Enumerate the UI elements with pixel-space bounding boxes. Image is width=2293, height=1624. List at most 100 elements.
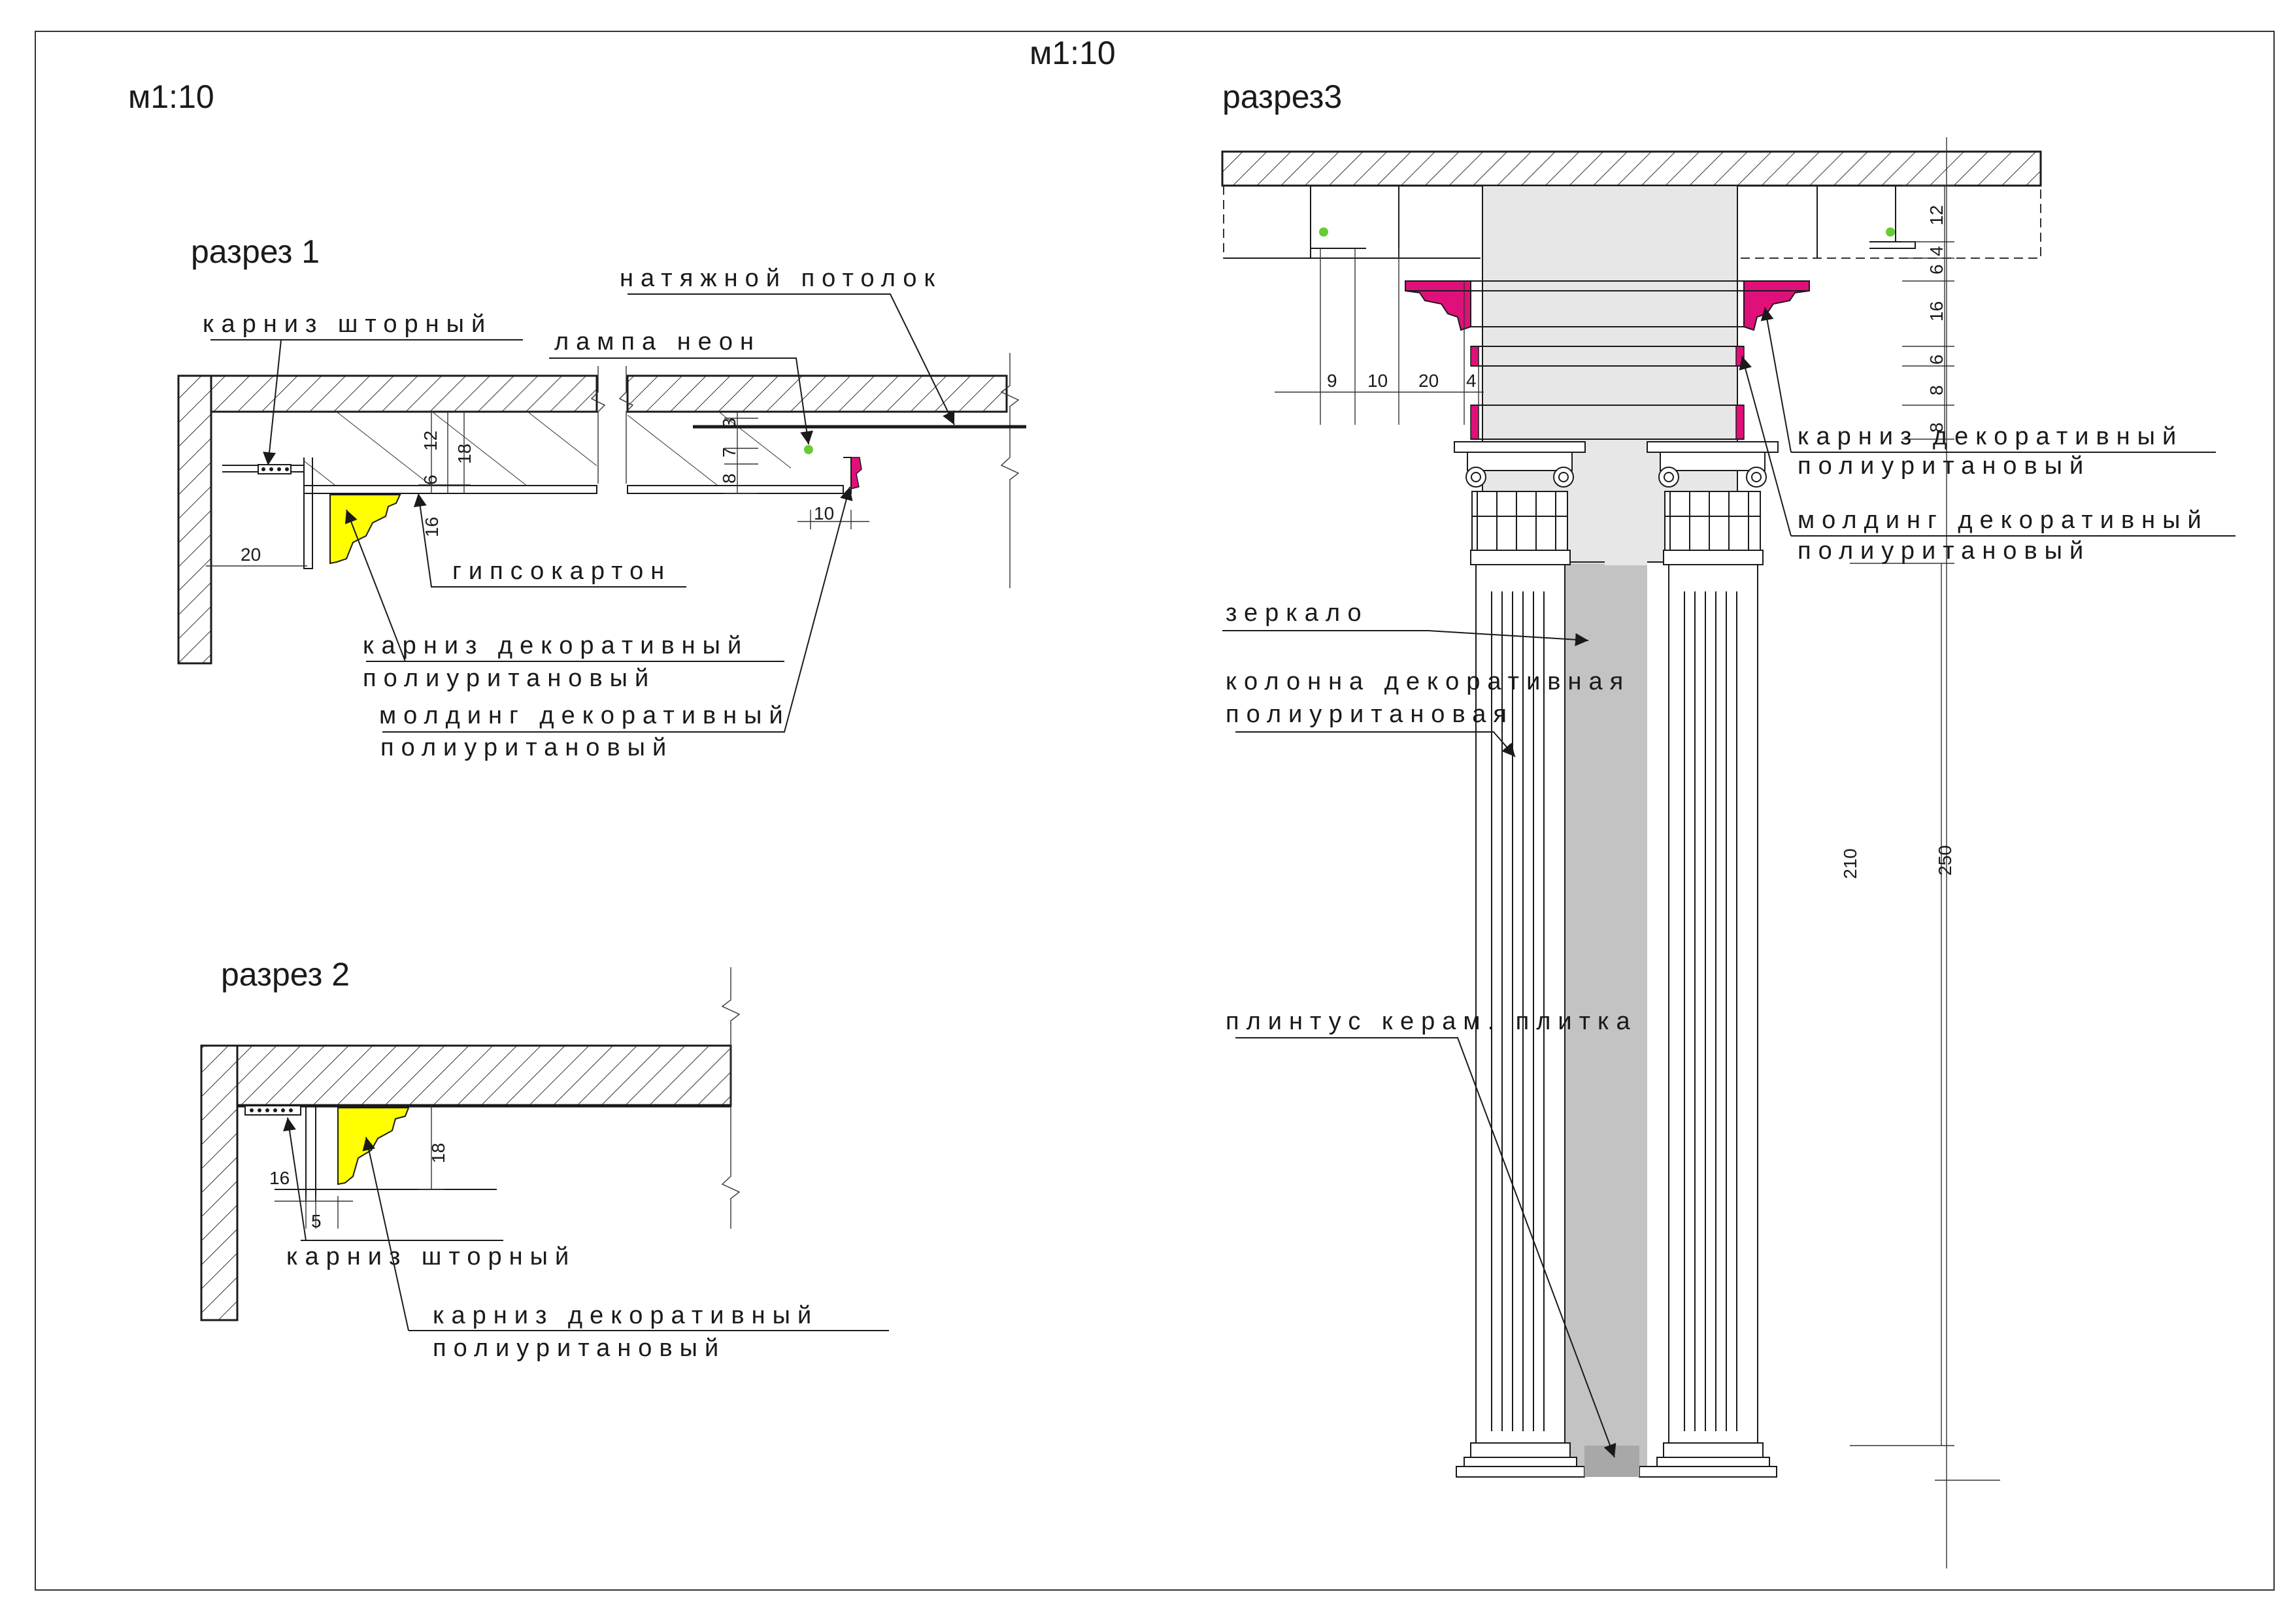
dim-3-210: 210 [1840,848,1860,879]
label-curtain-rod-1: карниз шторный [203,310,492,338]
drywall-drop [303,457,313,569]
dim-2-5: 5 [311,1211,322,1231]
ceiling-slab-3 [1221,150,2042,187]
label-mirror: зеркало [1226,599,1369,627]
dim-3-r8a: 8 [1926,385,1947,395]
break-line-3 [1000,353,1020,588]
dim-1-20: 20 [241,544,261,565]
molding-magenta-1 [850,457,862,489]
leader-neon-lamp [549,357,814,445]
neon-lamp-3b [1886,227,1895,237]
drywall-board-2 [627,485,844,494]
label-stretch-ceiling: натяжной потолок [620,265,942,292]
leader-curtain-rod-2 [288,1118,503,1241]
dim-1-6: 6 [420,474,441,485]
dim-3-r16: 16 [1926,301,1947,322]
dim-3-10: 10 [1367,371,1388,391]
cornice-magenta-left [1405,280,1471,331]
sheet-border [35,31,2275,1591]
leader-molding-1 [382,486,853,733]
ceiling-slab-2 [236,1044,732,1107]
leader-mirror [1222,630,1589,646]
leader-cornice-3 [1765,307,2216,453]
ceiling-slab-1a [210,374,598,413]
dim-3-r4: 4 [1926,246,1947,256]
dim-1-3: 3 [719,418,739,428]
dim-lines-1 [206,412,869,567]
dim-3-9: 9 [1327,371,1337,391]
label-drywall: гипсокартон [452,557,671,585]
column-right [1639,441,1779,1478]
leader-cornice-1 [346,510,784,662]
break-line-2 [618,366,634,484]
label-cornice-1a: карниз декоративный [363,632,748,659]
dim-1-12: 12 [420,431,441,451]
mirror-panel [1562,563,1647,1472]
cornice-magenta-right [1743,280,1810,331]
drywall-2 [275,1106,497,1201]
section-3-title: разрез3 [1222,78,1342,115]
label-molding-3b: полиуритановый [1798,537,2090,565]
column-left [1454,441,1586,1478]
label-molding-1b: полиуритановый [380,734,673,761]
scale-left: м1:10 [128,78,214,115]
dim-2-18: 18 [428,1143,448,1163]
ceiling-slab-1b [626,374,1008,413]
break-line-4 [721,967,741,1229]
neon-lamp-1 [804,445,813,454]
dim-lines-3 [1275,137,2000,1568]
leader-curtain-rod-1 [210,339,523,465]
label-cornice-2b: полиуритановый [433,1334,726,1362]
ceiling-profiles [1224,186,1916,259]
label-cornice-3b: полиуритановый [1798,452,2090,480]
cornice-yellow-1 [329,494,401,565]
leader-plinth [1235,1037,1616,1458]
section-1: разрез 1 12 [177,233,1026,761]
void-hatch-1 [304,412,597,491]
wall-2 [200,1044,239,1321]
leader-column [1235,731,1516,757]
label-column-b: полиуритановая [1226,701,1514,728]
label-cornice-1b: полиуритановый [363,665,656,692]
scale-top: м1:10 [1029,35,1116,71]
dim-3-r8b: 8 [1926,422,1947,433]
neon-lamp-3a [1319,227,1328,237]
leader-cornice-2 [366,1137,889,1331]
dim-1-18: 18 [454,444,475,464]
mirror-panel-top [1605,457,1647,565]
dim-3-4: 4 [1466,371,1477,391]
label-cornice-2a: карниз декоративный [433,1302,818,1329]
leader-stretch-ceiling [628,293,955,425]
dim-3-r6a: 6 [1926,264,1947,274]
dim-3-20: 20 [1418,371,1439,391]
drywall-board [303,485,597,494]
dim-1-16: 16 [422,517,442,537]
dim-1-7: 7 [719,447,739,457]
dim-1-10: 10 [814,503,834,523]
label-molding-1a: молдинг декоративный [379,702,790,729]
label-curtain-rod-2: карниз шторный [286,1243,576,1270]
dim-2-16: 16 [269,1168,290,1188]
cornice-bands [1405,280,1809,440]
leader-molding-3 [1742,356,2235,537]
wall-1 [177,374,212,665]
section-1-title: разрез 1 [191,233,320,270]
leader-drywall [413,493,686,588]
dim-3-250: 250 [1935,845,1955,876]
section-2-title: разрез 2 [221,956,350,993]
label-column-a: колонна декоративная [1226,668,1630,695]
section-2: разрез 2 18 16 5 карниз шторный карниз д… [200,956,889,1362]
section-3: разрез3 [1221,78,2235,1568]
molding-magenta-left [1470,346,1479,440]
label-neon-lamp: лампа неон [554,328,761,356]
dim-lines-2 [275,1106,444,1229]
dim-3-r12: 12 [1926,205,1947,225]
void-hatch-2 [628,412,791,491]
label-molding-3a: молдинг декоративный [1798,506,2209,534]
dim-1-8: 8 [719,473,739,484]
dim-3-r6b: 6 [1926,354,1947,365]
break-line-1 [590,366,606,484]
label-plinth: плинтус керам. плитка [1226,1008,1637,1035]
